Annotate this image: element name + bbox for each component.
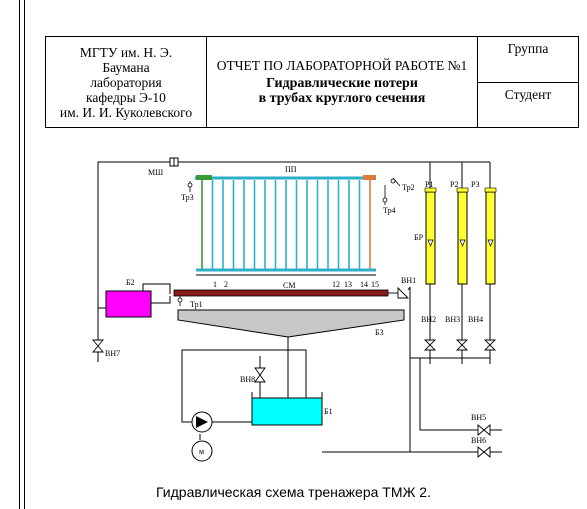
rotameter-outlet-lines	[409, 284, 491, 364]
label-vn2: ВН2	[421, 315, 436, 324]
valve-vn7	[92, 339, 104, 353]
label-tr2: Тр2	[402, 183, 415, 192]
report-title-line-2: в трубах круглого сечения	[258, 91, 426, 106]
b2-lines	[97, 283, 171, 362]
motor	[191, 440, 213, 462]
label-vn1: ВН1	[401, 276, 416, 285]
valves-vn5-vn6	[477, 424, 491, 458]
left-border-line	[19, 0, 20, 509]
tap-tr1	[177, 296, 183, 306]
left-border-line-inner	[24, 0, 25, 509]
label-tap-1: 1	[213, 280, 217, 289]
figure-caption: Гидравлическая схема тренажера ТМЖ 2.	[156, 484, 431, 500]
supply-lines	[181, 349, 502, 453]
label-p1: Р1	[425, 180, 433, 189]
label-tap-2: 2	[224, 280, 228, 289]
label-vn3: ВН3	[445, 315, 460, 324]
tray-b3	[177, 309, 405, 338]
label-msh: МШ	[148, 168, 163, 177]
report-label: ОТЧЕТ ПО ЛАБОРАТОРНОЙ РАБОТЕ №1	[216, 58, 468, 73]
label-tr4: Тр4	[383, 206, 396, 215]
student-label: Студент	[504, 86, 552, 102]
group-cell: Группа	[477, 36, 579, 83]
label-vn6: ВН6	[471, 436, 486, 445]
group-label: Группа	[507, 41, 549, 56]
label-b1: Б1	[324, 407, 333, 416]
institution-line-5: им. И. И. Куколевского	[59, 104, 193, 120]
header-table: МГТУ им. Н. Э. Баумана лаборатория кафед…	[45, 36, 579, 128]
label-tr1: Тр1	[190, 300, 203, 309]
label-b3: Б3	[375, 328, 384, 337]
pump	[191, 411, 213, 433]
top-return-line	[97, 161, 491, 320]
valves-vn2-vn4	[423, 339, 497, 351]
label-p2: Р2	[450, 180, 458, 189]
valve-msh	[169, 157, 179, 167]
rotameters	[424, 176, 497, 285]
label-tap-14: 14	[360, 280, 368, 289]
label-br: БР	[414, 233, 424, 242]
institution-line-2: Баумана	[102, 59, 150, 75]
label-b2: Б2	[126, 278, 135, 287]
label-tap-13: 13	[344, 280, 352, 289]
green-tube-cap	[196, 175, 212, 180]
institution-line-1: МГТУ им. Н. Э.	[79, 44, 173, 60]
label-sm: СМ	[283, 281, 295, 290]
valve-vn1	[388, 286, 411, 299]
student-cell: Студент	[477, 81, 579, 128]
label-vn8: ВН8	[240, 375, 255, 384]
report-title-line-1: Гидравлические потери	[266, 76, 418, 91]
label-tap-15: 15	[371, 280, 379, 289]
label-vn4: ВН4	[468, 315, 483, 324]
label-tap-12: 12	[332, 280, 340, 289]
label-motor: м	[199, 447, 204, 456]
tank-b2	[105, 290, 152, 318]
label-p3: Р3	[471, 180, 479, 189]
institution-line-4: кафедры Э-10	[86, 89, 166, 105]
orange-tube-cap	[363, 175, 376, 180]
institution-cell: МГТУ им. Н. Э. Баумана лаборатория кафед…	[45, 36, 207, 128]
label-pp: ПП	[285, 165, 297, 174]
collector-sm	[173, 289, 389, 297]
label-tr3: Тр3	[181, 193, 194, 202]
label-vn5: ВН5	[471, 413, 486, 422]
pressure-taps	[187, 177, 401, 205]
pipe-bank	[201, 180, 371, 270]
institution-line-3: лаборатория	[90, 74, 162, 90]
valve-vn8	[254, 367, 266, 383]
label-vn7: ВН7	[105, 349, 120, 358]
tank-b1	[251, 397, 323, 426]
